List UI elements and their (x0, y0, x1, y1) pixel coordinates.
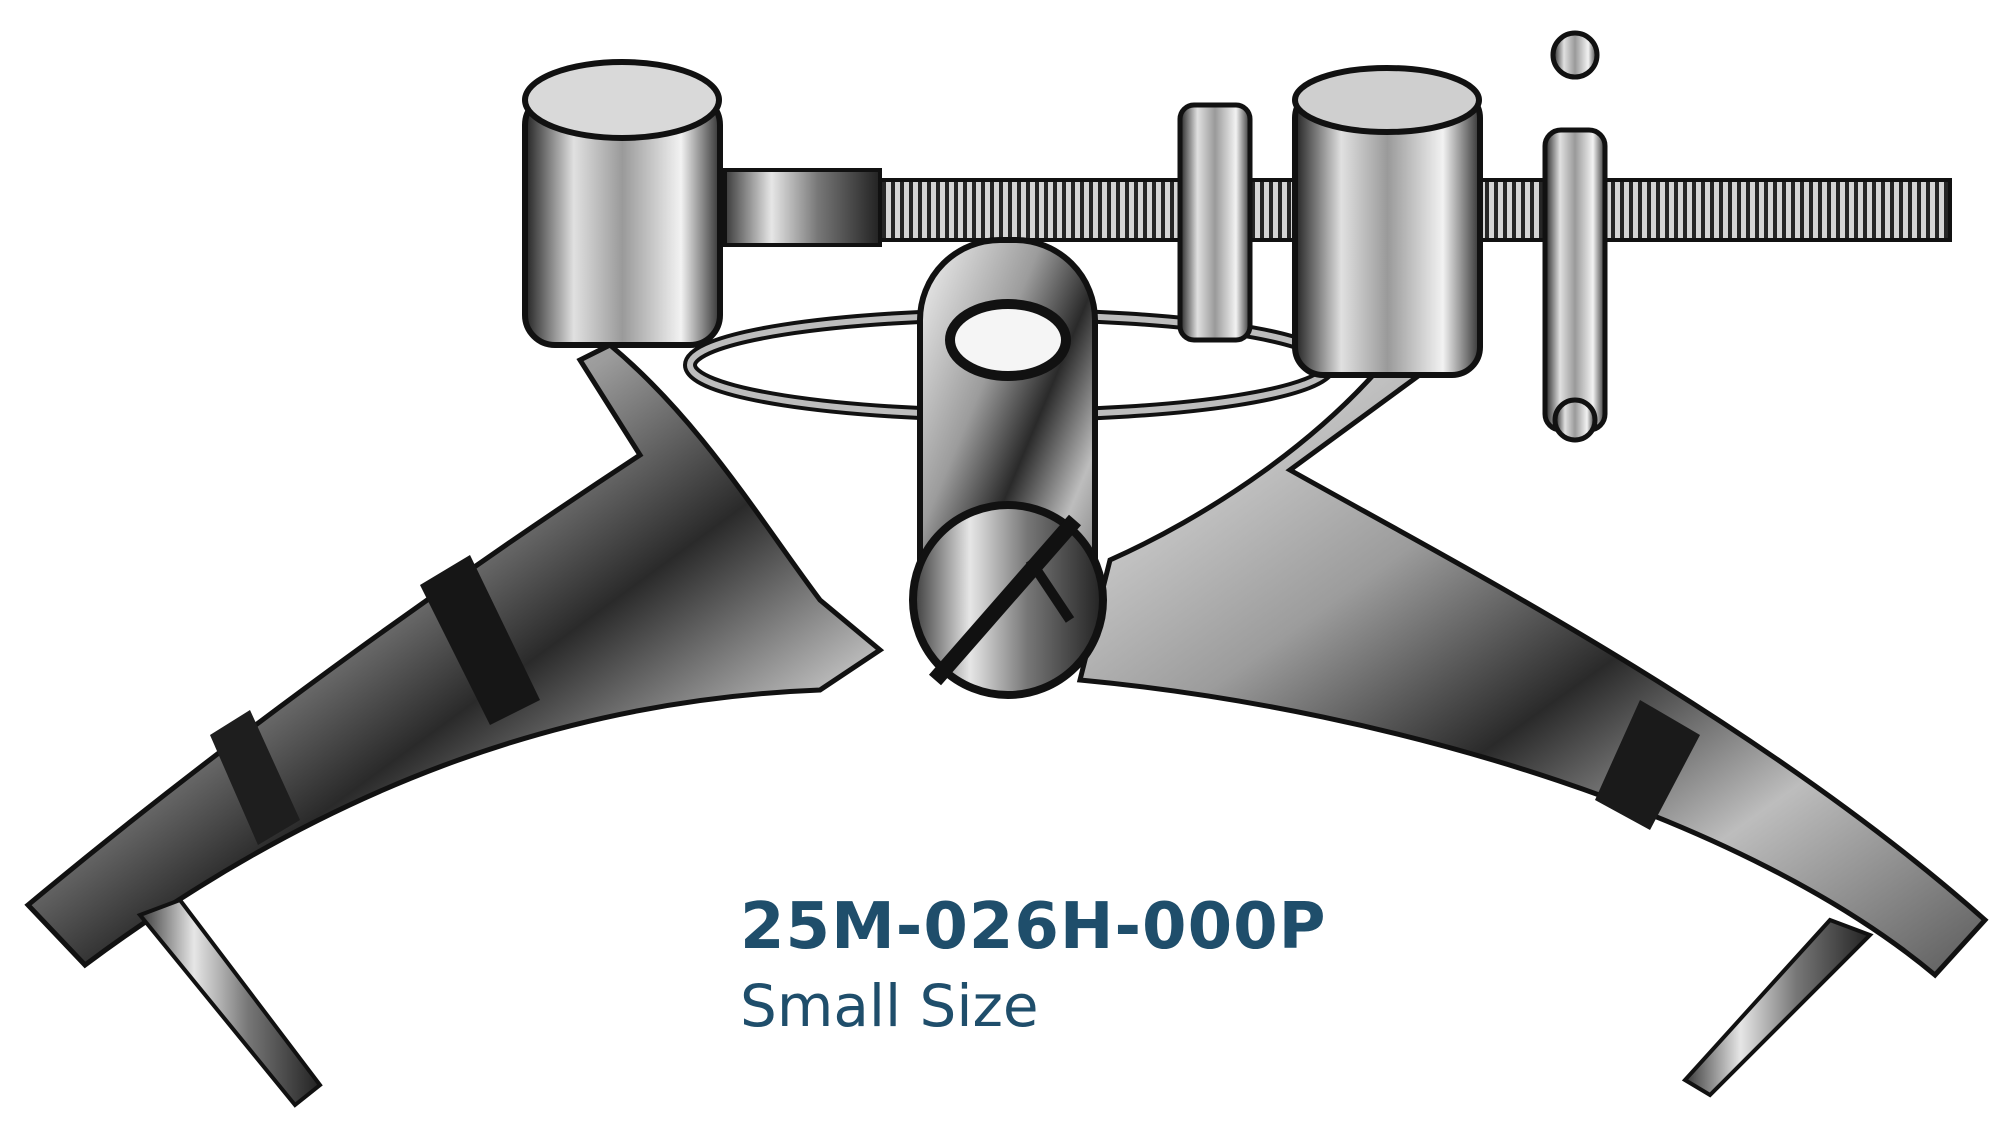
product-caption: 25M-026H-000P Small Size (740, 895, 1327, 1035)
right-arm (1076, 326, 1989, 979)
left-tip (136, 897, 323, 1108)
left-arm (24, 342, 885, 969)
product-code: 25M-026H-000P (740, 890, 1327, 964)
wing-screw (1542, 127, 1608, 433)
product-size: Small Size (740, 972, 1039, 1040)
right-tip (1681, 917, 1874, 1098)
adjustment-nut (1177, 102, 1253, 343)
